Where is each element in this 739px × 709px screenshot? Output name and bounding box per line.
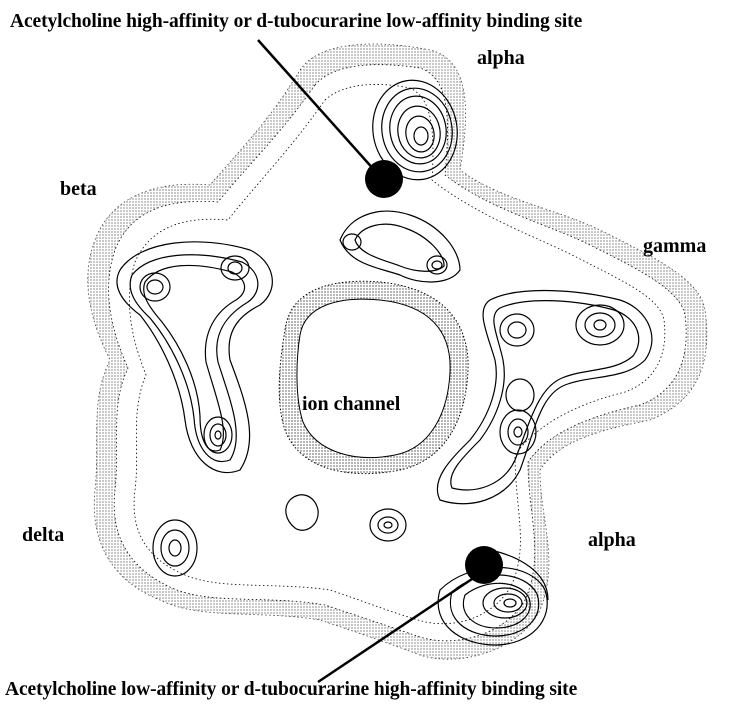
- subunit-label-beta: beta: [60, 179, 97, 199]
- subunit-label-delta: delta: [22, 525, 64, 545]
- ion-channel-hole: [297, 299, 450, 457]
- subunit-label-alpha-top: alpha: [477, 48, 525, 68]
- top-binding-site-caption: Acetylcholine high-affinity or d-tubocur…: [10, 12, 582, 32]
- bottom-binding-site-caption: Acetylcholine low-affinity or d-tubocura…: [5, 680, 577, 700]
- subunit-label-gamma: gamma: [643, 236, 706, 256]
- ion-channel-label: ion channel: [302, 394, 400, 414]
- bottom-binding-site-dot: [465, 546, 503, 584]
- top-binding-site-dot: [365, 160, 403, 198]
- subunit-label-alpha-bottom: alpha: [588, 530, 636, 550]
